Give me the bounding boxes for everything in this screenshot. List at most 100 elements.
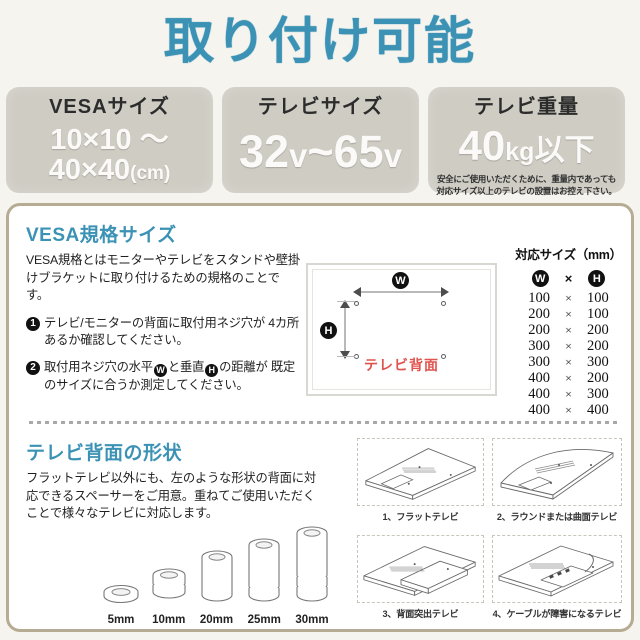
- tv-size-max-unit: v: [383, 137, 403, 174]
- cell-w: 200: [528, 322, 550, 338]
- tv-size-tilde: ~: [307, 126, 334, 177]
- table-row: 300 × 200: [506, 339, 631, 354]
- h-tick-bottom: [337, 356, 355, 357]
- spacer-icon: [200, 550, 233, 602]
- list-item: 1 テレビ/モニターの背面に取付用ネジ穴が 4カ所あるか確認してください。: [26, 315, 301, 350]
- bullet-text-1-line1: テレビ/モニターの背面に取付用ネジ穴が: [44, 315, 265, 330]
- screw-hole-top-right: [441, 301, 446, 306]
- spacer-illustration-row: 5mm 10mm 20mm: [99, 526, 334, 626]
- table-row: 200×100: [506, 307, 631, 322]
- h-arrow-down-icon: [340, 351, 350, 359]
- spec-card-vesa-size: VESAサイズ 10×10 ～ 40×40(cm): [6, 87, 213, 193]
- table-row: 400×300: [506, 387, 631, 402]
- h-tick-top: [337, 301, 355, 302]
- curved-tv-icon: [500, 449, 614, 500]
- tv-type-cable-obstruction: 4、ケーブルが障害になるテレビ: [492, 534, 622, 627]
- spacer-10mm: 10mm: [147, 566, 191, 626]
- section-title-shape: テレビ背面の形状: [26, 443, 183, 464]
- section-title-vesa: VESA規格サイズ: [26, 225, 177, 246]
- cell-times: ×: [565, 291, 572, 305]
- tv-type-curved: 2、ラウンドまたは曲面テレビ: [492, 438, 622, 530]
- h-dimension-line: [344, 306, 346, 354]
- spacer-label: 30mm: [295, 614, 329, 626]
- w-arrow-left-icon: [353, 287, 361, 297]
- bullet-number-2: 2: [26, 360, 40, 375]
- cell-times: ×: [565, 403, 572, 417]
- w-badge-icon: W: [392, 272, 409, 289]
- vesa-standard-section: VESA規格サイズ VESA規格とはモニターやテレビをスタンドや壁掛けブラケット…: [26, 220, 301, 403]
- screw-hole-bottom-right: [441, 354, 446, 359]
- cell-w: 300: [528, 338, 550, 354]
- vesa-range-line2: 40×40(cm): [6, 155, 213, 189]
- weight-note: 安全にご使用いただくために、重量内であっても対応サイズ以上のテレビの設置はお控え…: [436, 174, 617, 196]
- weight-unit: kg: [505, 138, 535, 166]
- tv-type-caption: 4、ケーブルが障害になるテレビ: [492, 608, 622, 619]
- main-panel: VESA規格サイズ VESA規格とはモニターやテレビをスタンドや壁掛けブラケット…: [6, 203, 634, 632]
- card-value: 10×10 ～ 40×40(cm): [6, 125, 213, 189]
- diagram-inner-frame: W H テレビ背面: [312, 269, 491, 390]
- bullet-text-2-post: の距離が: [219, 359, 268, 374]
- vesa-bullet-list: 1 テレビ/モニターの背面に取付用ネジ穴が 4カ所あるか確認してください。 2 …: [26, 315, 301, 395]
- cell-w: 400: [528, 370, 550, 386]
- cell-h: 100: [587, 290, 609, 306]
- card-heading: テレビ重量: [474, 96, 579, 118]
- tv-type-caption: 3、背面突出テレビ: [382, 608, 459, 619]
- bullet-text-1-line2: 4カ所あるか確認してください。: [44, 315, 300, 348]
- tv-type-caption: 1、フラットテレビ: [382, 512, 459, 522]
- bullet-text-2-mid: と垂直: [167, 359, 205, 374]
- tv-back-diagram: W H テレビ背面: [306, 263, 497, 396]
- w-arrow-right-icon: [441, 287, 449, 297]
- cell-w: 100: [528, 290, 550, 306]
- h-badge-icon: H: [320, 322, 337, 339]
- spacer-5mm: 5mm: [99, 584, 143, 626]
- screw-hole-top-left: [354, 301, 359, 306]
- vesa-unit: (cm): [130, 163, 171, 184]
- section-divider: [29, 421, 617, 424]
- tv-size-max: 65: [333, 126, 384, 177]
- spacer-icon: [103, 584, 139, 604]
- cell-times: ×: [565, 355, 572, 369]
- spec-card-row: VESAサイズ 10×10 ～ 40×40(cm) テレビサイズ 32v~65v…: [6, 87, 634, 196]
- vesa-range-max: 40×40: [48, 154, 131, 186]
- tv-illustration-box: [492, 534, 622, 603]
- card-heading: テレビサイズ: [257, 96, 384, 118]
- supported-size-table: 対応サイズ（mm） W × H 100×100 200×100 200×200 …: [506, 244, 631, 418]
- h-arrow-up-icon: [340, 300, 350, 308]
- h-badge-icon: H: [205, 363, 219, 377]
- spacer-25mm: 25mm: [242, 536, 286, 626]
- table-body: 100×100 200×100 200×200 300×200 300×300 …: [506, 291, 631, 418]
- spacer-20mm: 20mm: [195, 548, 239, 626]
- w-badge-icon: W: [153, 363, 167, 377]
- cell-w: 400: [528, 386, 550, 402]
- column-header-h-icon: H: [588, 270, 606, 287]
- w-dimension-line: [357, 291, 443, 293]
- cell-h: 200: [587, 338, 609, 354]
- card-value: 32v~65v: [222, 129, 419, 174]
- spec-card-tv-weight: テレビ重量 40kg以下 安全にご使用いただくために、重量内であっても対応サイズ…: [428, 87, 625, 196]
- bullet-text-2-line2: 既定のサイズに合うか測定してください。: [44, 359, 295, 392]
- tv-type-grid: 1、フラットテレビ: [357, 438, 622, 626]
- cable-obstruction-tv-icon: [498, 545, 614, 596]
- bullet-number-1: 1: [26, 316, 40, 331]
- weight-value: 40: [458, 122, 506, 169]
- cell-w: 400: [528, 402, 550, 418]
- flat-tv-icon: [365, 448, 476, 500]
- table-row: 200×200: [506, 323, 631, 338]
- cell-h: 100: [587, 306, 609, 322]
- spacer-label: 5mm: [107, 614, 135, 626]
- spacer-icon: [296, 526, 328, 602]
- table-column-headers: W × H: [506, 270, 631, 287]
- spacer-label: 20mm: [199, 614, 234, 626]
- spacer-icon: [248, 538, 280, 602]
- diagram-caption: テレビ背面: [364, 357, 439, 373]
- bullet-text-2-pre: 取付用ネジ穴の水平: [44, 359, 153, 374]
- cell-h: 200: [587, 370, 609, 386]
- vesa-paragraph: VESA規格とはモニターやテレビをスタンドや壁掛けブラケットに取り付けるための規…: [26, 253, 300, 302]
- table-row: 400×400: [506, 403, 631, 418]
- tv-illustration-box: [492, 438, 622, 506]
- weight-limit-suffix: 以下: [534, 134, 595, 167]
- cell-times: ×: [565, 339, 572, 353]
